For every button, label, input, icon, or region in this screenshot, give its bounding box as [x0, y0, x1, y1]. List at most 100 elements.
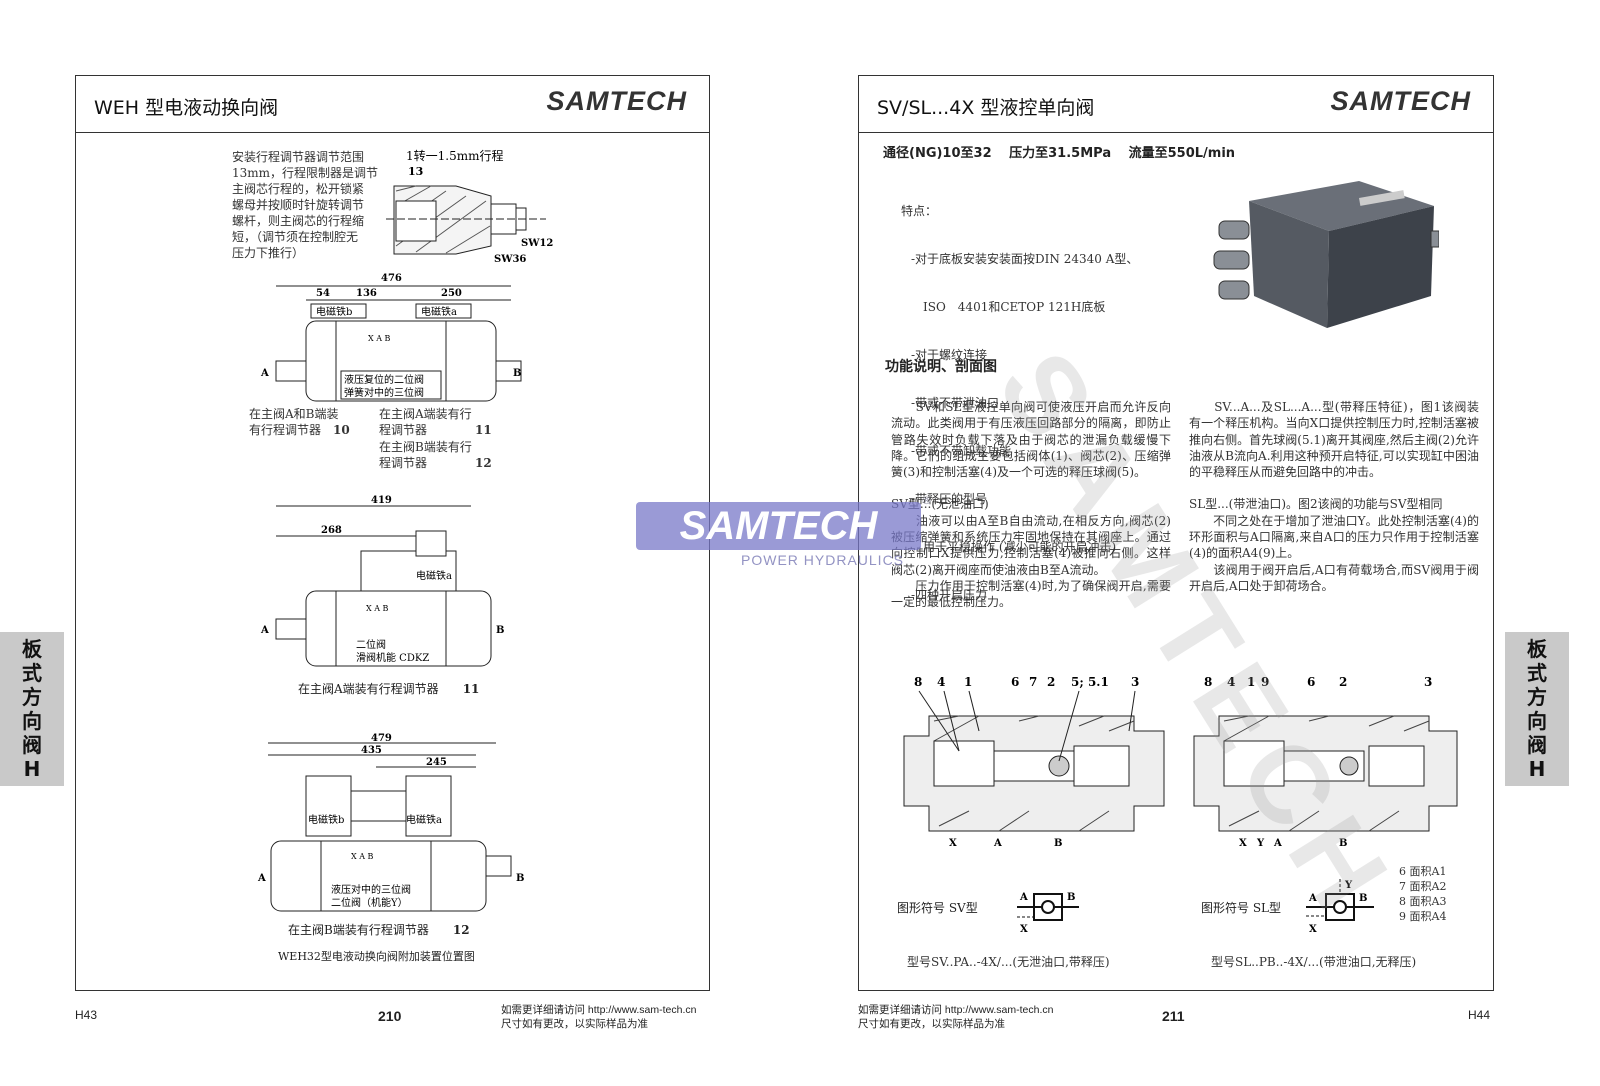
- port-a-label: A: [257, 873, 266, 884]
- port-labels: X A B: [351, 852, 374, 861]
- port-label: Y: [1344, 880, 1353, 891]
- port-label: B: [1359, 893, 1367, 904]
- description-column-2: SV...A...及SL...A...型(带释压特征)，图1该阀装有一个释压机构…: [1189, 399, 1479, 594]
- port-b-label: B: [513, 368, 521, 379]
- tab-char: 阀: [22, 733, 42, 757]
- port-label: X: [1239, 838, 1247, 849]
- features-list: 特点： -对于底板安装安装面按DIN 24340 A型、 ISO 4401和CE…: [901, 171, 1138, 635]
- section-title: 功能说明、剖面图: [885, 359, 997, 375]
- caption: 有行程调节器 10: [249, 422, 350, 438]
- sw12-label: SW12: [521, 238, 553, 249]
- footer-url[interactable]: 如需更详细请访问 http://www.sam-tech.cn: [501, 1004, 697, 1016]
- footer-note: 如需更详细请访问 http://www.sam-tech.cn 尺寸如有更改，以…: [501, 1003, 696, 1031]
- feature-item: ISO 4401和CETOP 121H底板: [911, 300, 1106, 314]
- footer-url[interactable]: 如需更详细请访问 http://www.sam-tech.cn: [858, 1004, 1054, 1016]
- note-line: 螺母并按顺时针旋转调节: [232, 198, 365, 212]
- paragraph-heading: SL型...(带泄油口)。图2该阀的功能与SV型相同: [1189, 497, 1443, 512]
- turn-label: 1转一1.5mm行程: [406, 148, 503, 163]
- page-number: 211: [1162, 1008, 1185, 1024]
- valve-product-photo: [1213, 181, 1439, 328]
- feature-item: -带或不带泄油口: [911, 396, 1000, 410]
- port-label: B: [1054, 838, 1062, 849]
- page-code: H43: [75, 1008, 98, 1022]
- caption-number: 11: [475, 423, 492, 437]
- dim-label: 476: [381, 273, 402, 284]
- feature-item: -四种开启压力: [911, 588, 988, 602]
- caption-text: 在主阀B端装有行程调节器: [288, 923, 429, 937]
- note-line: 螺杆，则主阀芯的行程缩: [232, 214, 365, 228]
- caption-number: 12: [452, 923, 470, 937]
- solenoid-b-label: 电磁铁b: [308, 813, 344, 826]
- specs-line: 通径(NG)10至32 压力至31.5MPa 流量至550L/min: [883, 146, 1236, 161]
- symbol-sl-label: 图形符号 SL型: [1201, 901, 1282, 915]
- part-number: 7: [1029, 675, 1037, 689]
- part-number: 1: [964, 675, 972, 689]
- valve-drawing-a-adjuster: 419 268 电磁铁a X A B 二位阀 滑阀机能 CDKZ A B: [260, 495, 504, 667]
- inner-label: 二位阀: [356, 638, 386, 651]
- dim-label: 54: [316, 288, 330, 299]
- port-label: Y: [1256, 838, 1265, 849]
- port-a-label: A: [260, 625, 269, 636]
- page-header: WEH 型电液动换向阀 SAMTECH: [76, 76, 709, 133]
- inner-label: 液压复位的二位阀: [344, 373, 424, 386]
- caption-text: 程调节器: [379, 456, 428, 470]
- port-label: A: [993, 838, 1002, 849]
- note-line: 压力下推行）: [232, 246, 305, 260]
- symbol-sv-label: 图形符号 SV型: [897, 901, 978, 915]
- feature-item: -带或不带卸载功能: [911, 444, 1012, 458]
- note-line: 13mm，行程限制器是调节: [232, 166, 379, 180]
- footer-disclaimer: 尺寸如有更改，以实际样品为准: [858, 1018, 1005, 1030]
- solenoid-a-label: 电磁铁a: [421, 305, 457, 318]
- dim-label: 245: [426, 757, 447, 768]
- caption-number: 12: [475, 456, 492, 470]
- tab-char: 方: [1527, 685, 1547, 709]
- inner-label: 滑阀机能 CDKZ: [356, 651, 429, 664]
- tab-char: 板: [22, 637, 42, 661]
- port-b-label: B: [516, 873, 524, 884]
- footer-note: 如需更详细请访问 http://www.sam-tech.cn 尺寸如有更改，以…: [858, 1003, 1053, 1031]
- part-number: 6: [1307, 675, 1315, 689]
- part-number: 2: [1047, 675, 1055, 689]
- note-line: 主阀芯行程的，松开锁紧: [232, 182, 365, 196]
- legend-item: 9 面积A4: [1399, 910, 1447, 923]
- dim-label: 479: [371, 733, 392, 744]
- dim-label: 419: [371, 495, 392, 506]
- paragraph: SV和SL型液控单向阀可使液压开启而允许反向流动。此类阀用于有压液压回路部分的隔…: [891, 400, 1171, 480]
- dim-label: 136: [356, 288, 377, 299]
- feature-item: 用于平稳操作 (减少可能的开启冲击): [911, 540, 1117, 554]
- part-number: 3: [1131, 675, 1139, 689]
- paragraph: 油液可以由A至B自由流动,在相反方向,阀芯(2)被压缩弹簧和系统压力牢固地保持在…: [891, 513, 1171, 577]
- tab-char: 向: [1527, 709, 1547, 733]
- legend-item: 7 面积A2: [1399, 880, 1447, 893]
- part-number: 2: [1339, 675, 1347, 689]
- feature-item: -带释压的型号: [911, 492, 988, 506]
- solenoid-a-label: 电磁铁a: [416, 569, 452, 582]
- fig3-caption: 在主阀B端装有行程调节器 12: [288, 922, 470, 938]
- sw36-label: SW36: [494, 254, 526, 265]
- note-line: 安装行程调节器调节范围: [232, 150, 365, 164]
- part-number: 4: [937, 675, 945, 689]
- inner-label: 二位阀（机能Y）: [331, 896, 408, 909]
- page-title: SV/SL...4X 型液控单向阀: [877, 97, 1095, 119]
- paragraph: 压力作用于控制活塞(4)时,为了确保阀开启,需要一定的最低控制压力。: [891, 578, 1171, 610]
- left-page: WEH 型电液动换向阀 SAMTECH 安装行程调节器调节范围 13mm，行程限…: [75, 75, 710, 991]
- page-title: WEH 型电液动换向阀: [94, 97, 279, 119]
- samtech-logo: SAMTECH: [1330, 86, 1471, 116]
- page-header: SV/SL...4X 型液控单向阀 SAMTECH: [859, 76, 1493, 133]
- caption: 在主阀B端装有行: [379, 440, 472, 454]
- legend-item: 6 面积A1: [1399, 865, 1447, 878]
- caption: 在主阀A和B端装: [249, 407, 339, 421]
- stroke-adjuster-detail-drawing: 1转一1.5mm行程 13 SW12 SW36: [386, 148, 553, 265]
- port-label: A: [1019, 892, 1028, 903]
- valve-drawing-b-adjuster: 479 435 245 电磁铁b 电磁铁a X A B 液压对中的三位阀 二位阀…: [257, 733, 524, 912]
- tab-char: 式: [1527, 661, 1547, 685]
- part-number: 8: [914, 675, 922, 689]
- adjust-note: 安装行程调节器调节范围 13mm，行程限制器是调节 主阀芯行程的，松开锁紧 螺母…: [232, 149, 378, 261]
- caption-text: 有行程调节器: [249, 423, 322, 437]
- page-number: 210: [378, 1008, 402, 1024]
